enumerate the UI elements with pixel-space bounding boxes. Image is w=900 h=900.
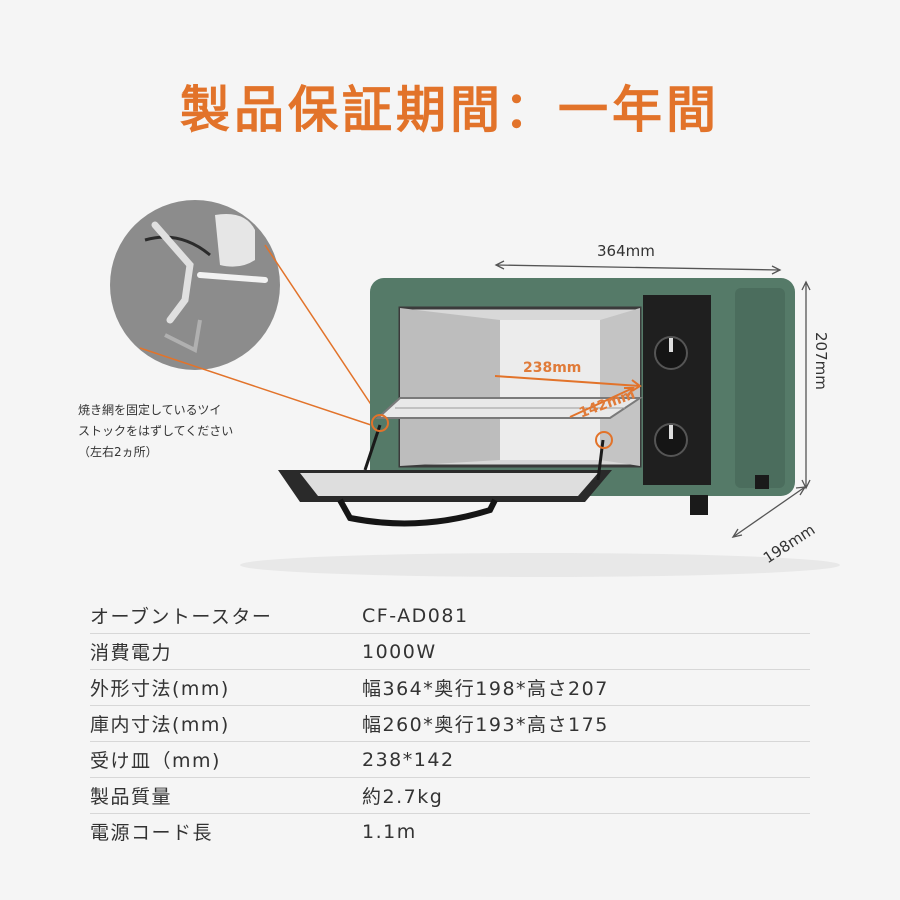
spec-row-cord: 電源コード長 1.1m	[90, 814, 810, 849]
spec-value: 約2.7kg	[362, 786, 444, 808]
spec-label: オーブントースター	[90, 606, 273, 628]
oven-body	[370, 278, 795, 515]
tray-width-dimension: 238mm	[523, 360, 582, 376]
spec-table: オーブントースター CF-AD081 消費電力 1000W 外形寸法(mm) 幅…	[90, 598, 810, 849]
spec-value: 1.1m	[362, 820, 417, 843]
oven-door	[278, 424, 612, 527]
product-illustration: 364mm 207mm 198mm 238mm 142mm	[0, 170, 900, 590]
spec-value: CF-AD081	[362, 604, 469, 627]
note-line: 焼き網を固定しているツイ	[78, 403, 222, 417]
spec-label: 外形寸法(mm)	[90, 678, 230, 700]
spec-row-power: 消費電力 1000W	[90, 634, 810, 670]
height-dimension: 207mm	[812, 332, 830, 390]
spec-label: 受け皿（mm)	[90, 750, 221, 772]
spec-value: 238*142	[362, 748, 455, 771]
spec-row-weight: 製品質量 約2.7kg	[90, 778, 810, 814]
detail-magnifier	[110, 200, 280, 370]
spec-label: 消費電力	[90, 642, 173, 664]
spec-label: 庫内寸法(mm)	[90, 714, 230, 736]
rack-removal-note: 焼き網を固定しているツイ ストックをはずしてください （左右2ヵ所）	[78, 400, 288, 463]
spec-row-tray: 受け皿（mm) 238*142	[90, 742, 810, 778]
page-title: 製品保証期間：一年間	[180, 81, 720, 139]
width-dimension: 364mm	[597, 242, 655, 260]
spec-value: 幅260*奥行193*高さ175	[362, 714, 609, 736]
toaster-oven-drawing	[110, 200, 840, 577]
spec-row-inner-size: 庫内寸法(mm) 幅260*奥行193*高さ175	[90, 706, 810, 742]
note-line: ストックをはずしてください	[78, 424, 234, 438]
note-line: （左右2ヵ所）	[78, 445, 158, 459]
spec-label: 製品質量	[90, 786, 173, 808]
spec-value: 1000W	[362, 640, 437, 663]
spec-row-model: オーブントースター CF-AD081	[90, 598, 810, 634]
spec-label: 電源コード長	[90, 822, 214, 844]
spec-value: 幅364*奥行198*高さ207	[362, 678, 609, 700]
spec-row-outer-size: 外形寸法(mm) 幅364*奥行198*高さ207	[90, 670, 810, 706]
